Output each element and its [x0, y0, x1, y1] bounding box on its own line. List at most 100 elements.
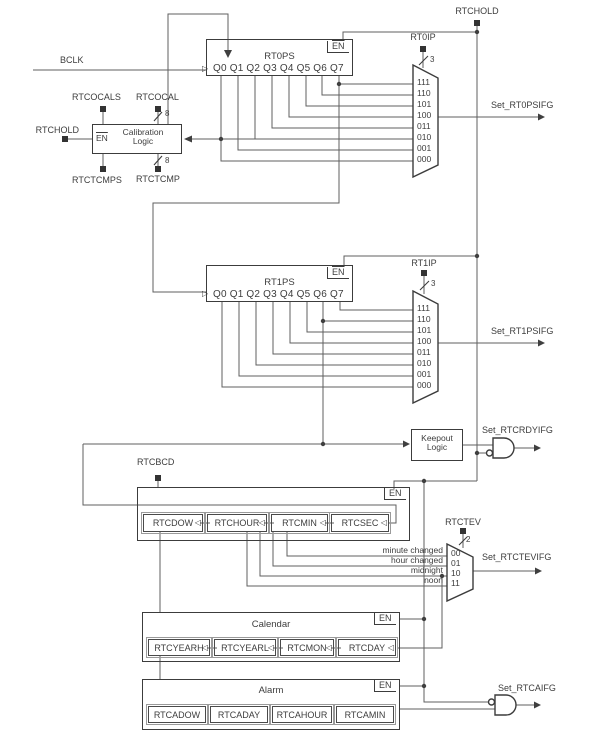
mux-rt1ip-input-011: 011 [417, 347, 431, 357]
register-rtcaday: RTCADAY [208, 704, 270, 725]
signal-rtchold-top: RTCHOLD [455, 6, 499, 16]
wires [33, 13, 538, 710]
mux-rtctev-input-01: 01 [451, 558, 461, 568]
rt0ps-clock-input-icon: ▷ [202, 64, 209, 73]
mux-rt1ip-input-000: 000 [417, 380, 432, 390]
clock-input-icon: ◁ [258, 518, 265, 527]
register-rtcadow: RTCADOW [146, 704, 208, 725]
mux-rt0ip-input-111: 111 [417, 77, 430, 87]
pin-rtcbcd: RTCBCD [137, 457, 175, 467]
mux-rt0ip-input-110: 110 [417, 88, 431, 98]
calibration-title-line2: Logic [132, 136, 154, 146]
register-rtchour: RTCHOUR◁ [205, 512, 269, 534]
rt1ps-clock-input-icon: ▷ [202, 289, 209, 298]
rtcbcd-en-label: EN [384, 488, 406, 500]
pin-rtctcmps: RTCTCMPS [72, 175, 122, 185]
register-rtcsec: RTCSEC◁ [329, 512, 391, 534]
calibration-title: Calibration Logic [104, 128, 182, 146]
pin-rtcocals: RTCOCALS [72, 92, 121, 102]
signal-set-rt1psifg: Set_RT1PSIFG [491, 326, 554, 336]
calendar-title: Calendar [251, 619, 291, 630]
signal-set-rtcaifg: Set_RTCAIFG [498, 683, 556, 693]
invert-bubble-rdy-icon [485, 449, 494, 457]
event-midnight: midnight [410, 565, 443, 575]
rt1ps-en-label: EN [327, 267, 349, 279]
calibration-title-line1: Calibration [122, 127, 164, 137]
calendar-block [142, 612, 400, 662]
pin-rtctcmp: RTCTCMP [136, 174, 180, 184]
pin-terminals [62, 20, 480, 534]
calibration-en-label: EN [96, 133, 108, 143]
mux-rt0ip-input-101: 101 [417, 99, 432, 109]
event-noon: noon [424, 575, 443, 585]
keepout-title: Keepout Logic [411, 434, 463, 452]
mux-rt0ip-input-010: 010 [417, 132, 432, 142]
mux-rtctev-input-10: 10 [451, 568, 461, 578]
mux-rt1ip-shape [412, 289, 439, 405]
alarm-en-label: EN [374, 680, 396, 692]
bus-width-rtcocal: 8 [165, 109, 170, 118]
keepout-title-line1: Keepout [421, 433, 453, 443]
keepout-logic-block [411, 429, 463, 461]
clock-input-icon: ◁ [267, 642, 274, 652]
register-rtcday: RTCDAY◁ [336, 637, 398, 658]
mux-rt1ip-input-100: 100 [417, 336, 432, 346]
mux-rt0ip-input-011: 011 [417, 121, 431, 131]
mux-rtctev-input-11: 11 [451, 578, 460, 588]
bus-slash-icons [153, 55, 468, 546]
rt0ps-en-label: EN [327, 41, 349, 53]
and-gate-alarm [494, 694, 517, 716]
clock-input-icon: ◁ [380, 518, 387, 527]
signal-set-rtctevifg: Set_RTCTEVIFG [482, 552, 552, 562]
signal-set-rtcrdyifg: Set_RTCRDYIFG [482, 425, 553, 435]
register-rtcmin: RTCMIN◁ [269, 512, 330, 534]
register-rtcyearh: RTCYEARH◁ [146, 637, 212, 658]
signal-bclk: BCLK [60, 55, 84, 65]
mux-rt0ip-input-100: 100 [417, 110, 432, 120]
mux-rt1ip-input-101: 101 [417, 325, 432, 335]
rtcbcd-block [137, 487, 410, 541]
pin-rtcocal: RTCOCAL [136, 92, 179, 102]
mux-rtctev-shape [446, 542, 474, 603]
rt0ps-q-outputs: Q0 Q1 Q2 Q3 Q4 Q5 Q6 Q7 [213, 63, 344, 74]
mux-and-gate-shapes [412, 63, 517, 716]
mux-rt1ip-select-label: RT1IP [411, 258, 437, 268]
mux-rt1ip-input-001: 001 [417, 369, 432, 379]
clock-input-icon: ◁ [325, 642, 332, 652]
rt1ps-block [206, 265, 353, 302]
alarm-title: Alarm [258, 685, 284, 696]
mux-rt1ip-input-010: 010 [417, 358, 432, 368]
event-minute-changed: minute changed [382, 545, 444, 555]
bus-width-rtctcmp: 8 [165, 156, 170, 165]
mux-rt0ip-select-label: RT0IP [410, 32, 436, 42]
pin-rtchold-left: RTCHOLD [35, 125, 79, 135]
mux-rt0ip-input-000: 000 [417, 154, 432, 164]
mux-rtctev-input-00: 00 [451, 548, 461, 558]
alarm-block [142, 679, 400, 730]
register-rtcyearl: RTCYEARL◁ [212, 637, 278, 658]
keepout-title-line2: Logic [426, 442, 448, 452]
mux-rt0ip-shape [412, 63, 439, 179]
clock-input-icon: ◁ [194, 518, 201, 527]
rt1ps-q-outputs: Q0 Q1 Q2 Q3 Q4 Q5 Q6 Q7 [213, 289, 344, 300]
clock-input-icon: ◁ [319, 518, 326, 527]
register-rtcmon: RTCMON◁ [278, 637, 336, 658]
calibration-logic-block [92, 124, 182, 154]
mux-rt0ip-input-001: 001 [417, 143, 432, 153]
and-gate-rdy [492, 437, 515, 459]
mux-rt1ip-input-111: 111 [417, 303, 430, 313]
register-rtcdow: RTCDOW◁ [141, 512, 205, 534]
mux-rtctev-select-label: RTCTEV [445, 517, 481, 527]
junction-dots [218, 29, 480, 689]
rt0ps-block [206, 39, 353, 76]
rt0ps-title: RT0PS [264, 51, 295, 62]
clock-input-icon: ◁ [201, 642, 208, 652]
register-rtcahour: RTCAHOUR [270, 704, 334, 725]
mux-rt1ip-bus-width: 3 [431, 279, 436, 288]
invert-bubble-alarm-icon [487, 698, 496, 706]
arrowheads [184, 50, 545, 709]
clock-input-icon: ◁ [387, 642, 394, 652]
mux-rt1ip-input-110: 110 [417, 314, 431, 324]
